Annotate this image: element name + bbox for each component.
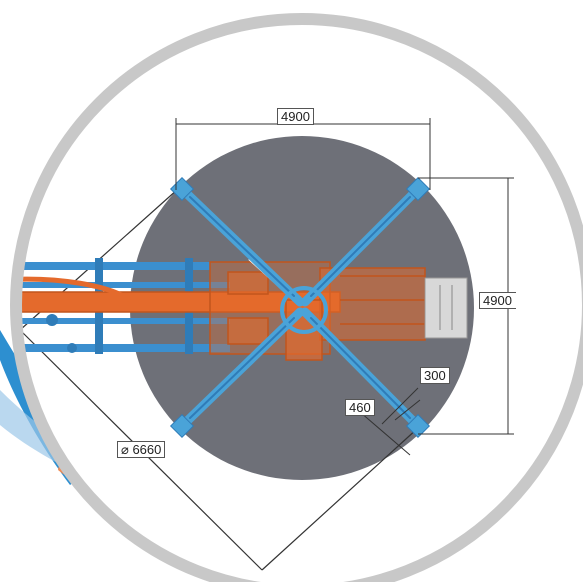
dimension-diagonal-span: ⌀ 6660 bbox=[117, 441, 166, 458]
dimension-right-height: 4900 bbox=[479, 292, 516, 309]
lens-ring bbox=[10, 13, 583, 582]
dimension-outrigger-extension: 300 bbox=[420, 367, 450, 384]
dimension-outrigger-pad: 460 bbox=[345, 399, 375, 416]
outriggers bbox=[178, 185, 422, 430]
dimension-top-width: 4900 bbox=[277, 108, 314, 125]
turret bbox=[280, 286, 328, 334]
rear-box bbox=[424, 277, 468, 339]
